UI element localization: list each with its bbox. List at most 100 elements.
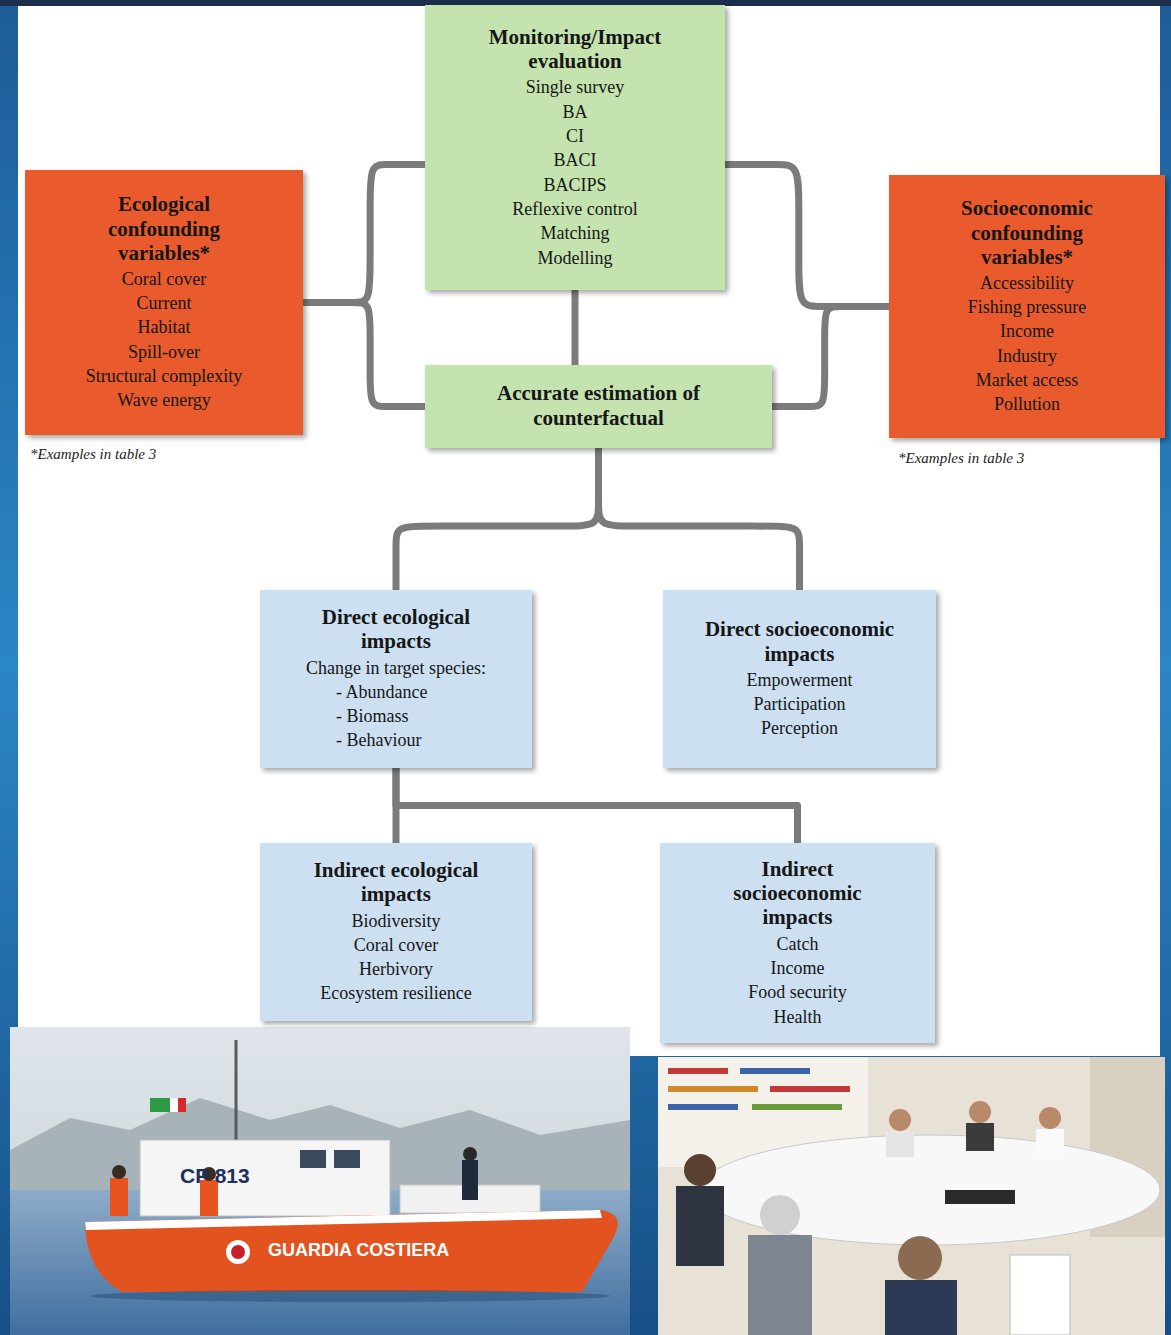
box-item: Modelling	[435, 246, 715, 270]
poster-strip	[770, 1086, 850, 1092]
box-item: Matching	[435, 221, 715, 245]
impact-box: Direct ecological impactsChange in targe…	[260, 590, 532, 768]
flag	[170, 1098, 178, 1112]
process-box: Monitoring/Impact evaluationSingle surve…	[425, 5, 725, 290]
person	[748, 1235, 812, 1335]
poster-strip	[740, 1068, 810, 1074]
person	[760, 1195, 800, 1235]
box-item: Ecosystem resilience	[270, 981, 522, 1005]
box-item: Single survey	[435, 75, 715, 99]
meeting-photo	[658, 1057, 1165, 1335]
connector	[303, 303, 425, 407]
crew-figure	[462, 1160, 478, 1200]
box-item: Empowerment	[673, 668, 926, 692]
person	[684, 1154, 716, 1186]
factor-box: Ecological confounding variables* Coral c…	[25, 170, 303, 435]
footnote: *Examples in table 3	[30, 446, 156, 463]
person	[885, 1280, 957, 1335]
connector	[396, 768, 798, 843]
box-item: Income	[670, 956, 925, 980]
box-item: Food security	[670, 980, 925, 1004]
box-item: - Biomass	[270, 704, 522, 728]
factor-box: Socioeconomic confounding variables* Acce…	[889, 175, 1165, 438]
connector	[303, 165, 425, 303]
box-heading: Accurate estimation of counterfactual	[449, 381, 749, 429]
poster-strip	[668, 1104, 738, 1110]
room-wall	[658, 1057, 1165, 1335]
box-item: Income	[899, 319, 1155, 343]
boat-cabin	[140, 1140, 390, 1216]
impact-box: Indirect socioeconomic impactsCatchIncom…	[660, 843, 935, 1043]
boat-hull	[85, 1210, 618, 1292]
cabin-window	[300, 1150, 326, 1168]
box-item: Current	[35, 291, 293, 315]
wake	[90, 1290, 610, 1302]
box-item: BA	[435, 100, 715, 124]
person	[966, 1123, 994, 1151]
crew-figure	[110, 1178, 128, 1216]
box-item: Health	[670, 1005, 925, 1029]
keyboard	[945, 1190, 1015, 1204]
diagram-ground	[18, 6, 1160, 1056]
hull-number: CP 813	[180, 1164, 250, 1188]
person	[898, 1236, 942, 1280]
box-item: - Behaviour	[270, 728, 522, 752]
box-item: Biodiversity	[270, 909, 522, 933]
box-item: BACIPS	[435, 173, 715, 197]
box-heading: Direct ecological impacts	[291, 605, 501, 653]
box-item: Herbivory	[270, 957, 522, 981]
box-item: BACI	[435, 148, 715, 172]
box-item: Catch	[670, 932, 925, 956]
chair	[1010, 1255, 1070, 1335]
footnote: *Examples in table 3	[898, 450, 1024, 467]
person	[676, 1186, 724, 1266]
connector	[599, 448, 800, 590]
hull-rim	[85, 1210, 602, 1230]
meeting-table	[700, 1135, 1160, 1245]
box-item: Wave energy	[35, 388, 293, 412]
emblem	[226, 1240, 250, 1264]
box-heading: Monitoring/Impact evaluation	[470, 25, 680, 73]
box-item: Coral cover	[270, 933, 522, 957]
poster-strip	[668, 1068, 728, 1074]
poster-strip	[752, 1104, 842, 1110]
box-item: Participation	[673, 692, 926, 716]
box-item: Accessibility	[899, 271, 1155, 295]
connector	[772, 307, 889, 407]
poster-strip	[668, 1086, 758, 1092]
box-item: Industry	[899, 344, 1155, 368]
box-heading: Indirect socioeconomic impacts	[703, 857, 893, 929]
cabin-window	[334, 1150, 360, 1168]
box-item: Fishing pressure	[899, 295, 1155, 319]
person	[886, 1131, 914, 1157]
box-item: Structural complexity	[35, 364, 293, 388]
connector	[396, 448, 599, 590]
box-heading: Socioeconomic confounding variables*	[932, 196, 1122, 268]
person	[969, 1101, 991, 1123]
box-item: Market access	[899, 368, 1155, 392]
person	[1036, 1129, 1064, 1157]
emblem	[231, 1245, 245, 1259]
connector	[572, 290, 579, 365]
box-heading: Indirect ecological impacts	[291, 858, 501, 906]
box-heading: Direct socioeconomic impacts	[680, 617, 920, 665]
box-heading: Ecological confounding variables*	[69, 192, 259, 264]
person	[889, 1109, 911, 1131]
photo-sky	[10, 1027, 630, 1335]
box-item: Perception	[673, 716, 926, 740]
impact-box: Direct socioeconomic impactsEmpowermentP…	[663, 590, 936, 768]
box-item: Coral cover	[35, 267, 293, 291]
box-item: Change in target species:	[270, 656, 522, 680]
flag	[178, 1098, 186, 1112]
person	[1039, 1107, 1061, 1129]
box-item: Spill-over	[35, 340, 293, 364]
mast	[235, 1040, 238, 1140]
crew-figure	[463, 1147, 477, 1161]
box-item: - Abundance	[270, 680, 522, 704]
flag	[150, 1098, 170, 1112]
impact-box: Indirect ecological impactsBiodiversityC…	[260, 843, 532, 1021]
crew-figure	[112, 1165, 126, 1179]
box-item: CI	[435, 124, 715, 148]
